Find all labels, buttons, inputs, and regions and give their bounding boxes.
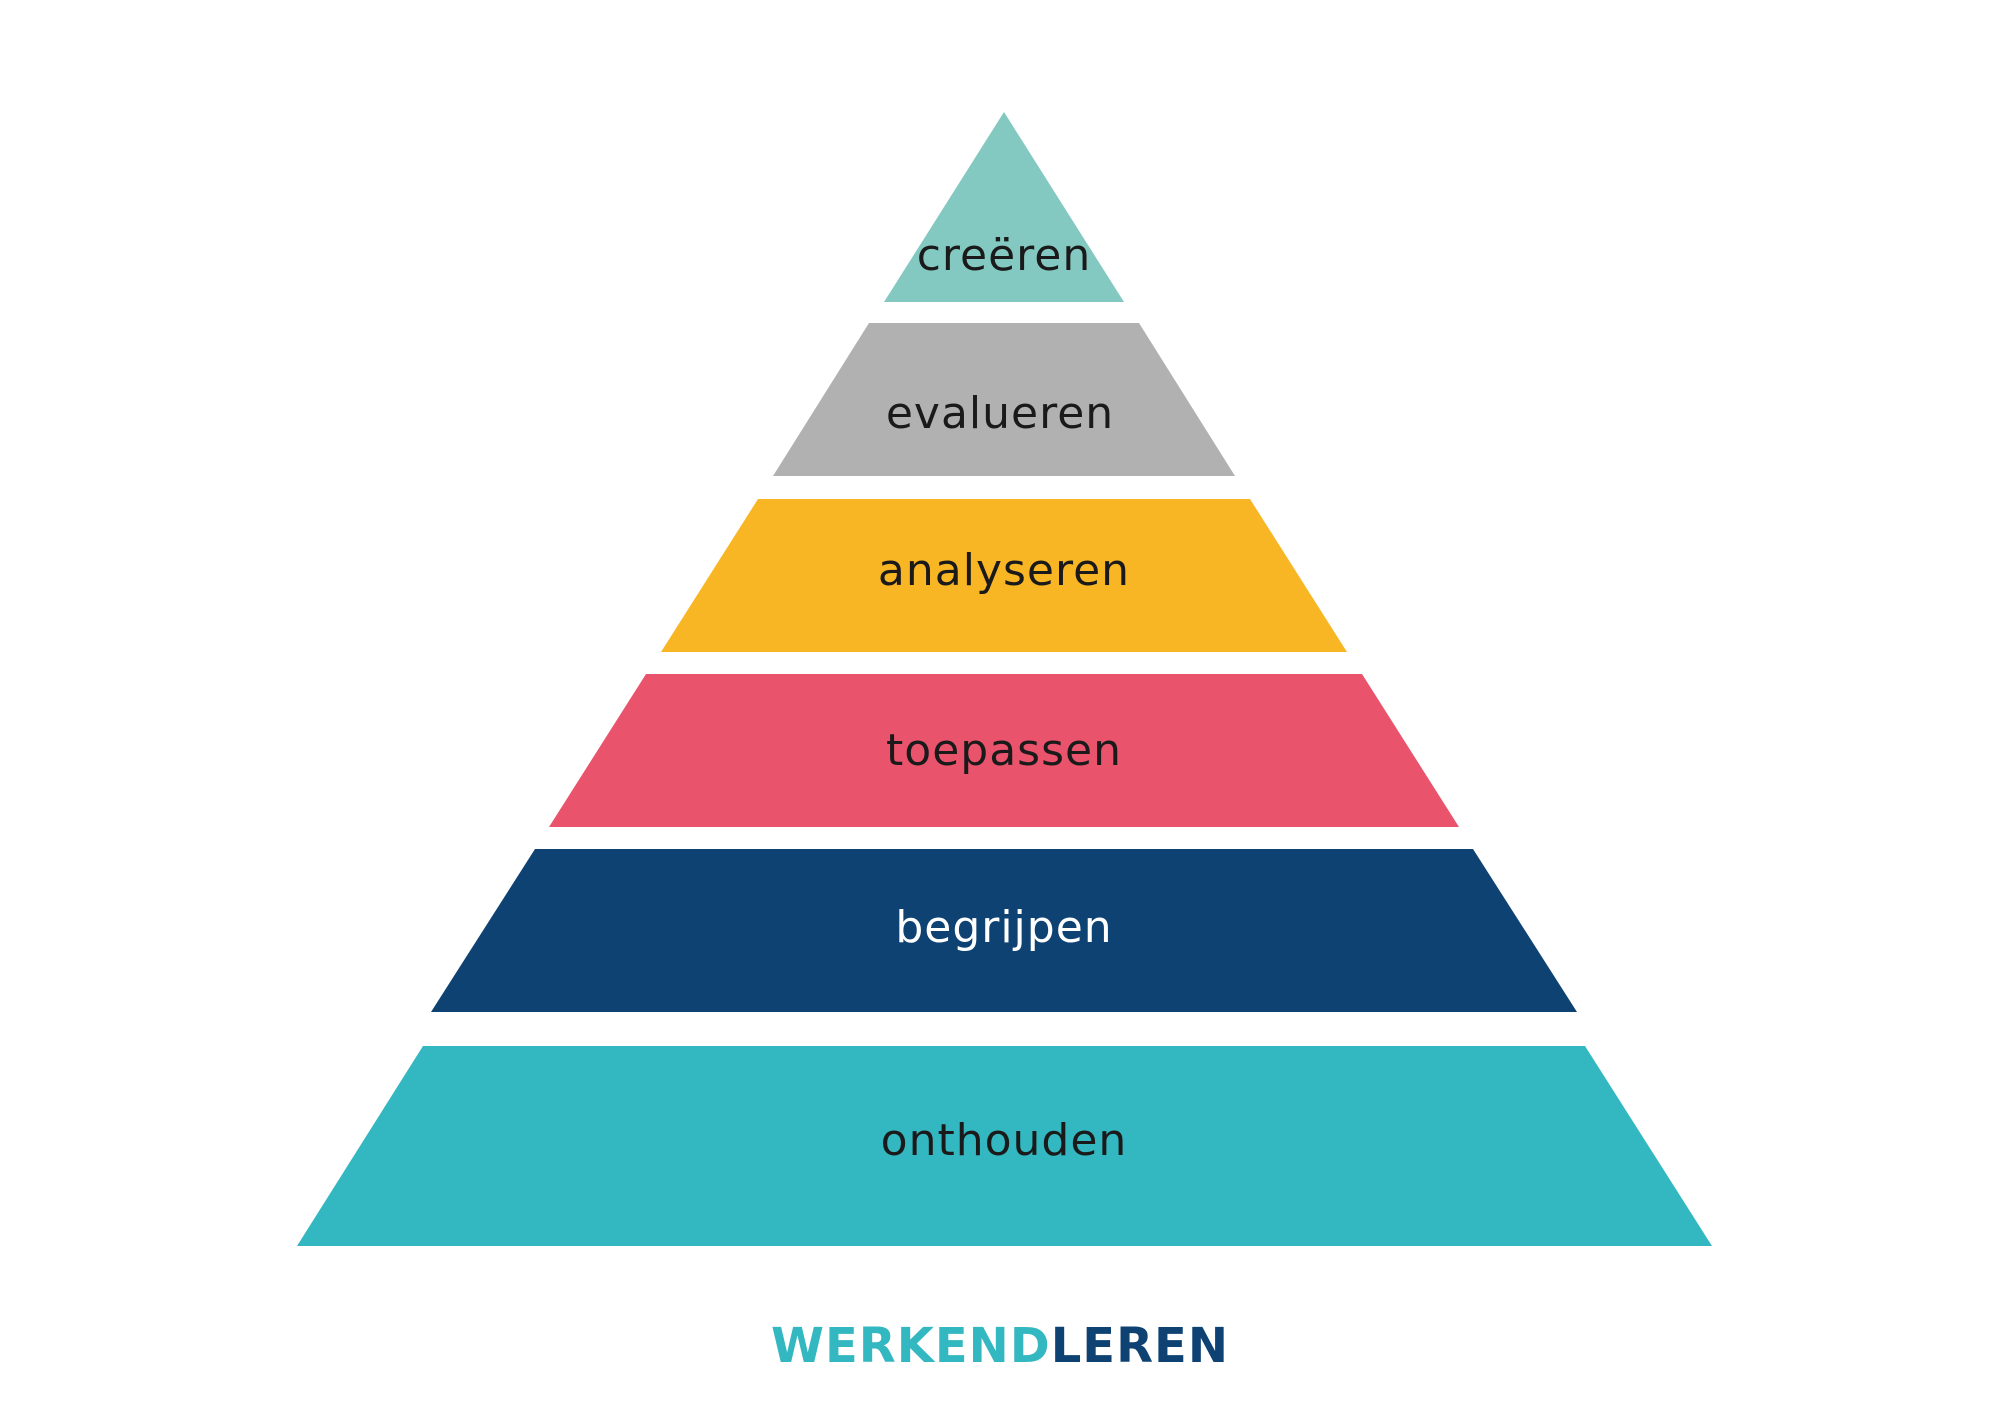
level-analyseren-shape [661, 499, 1347, 652]
level-evalueren-shape [773, 323, 1235, 476]
level-analyseren-label: analyseren [878, 545, 1130, 596]
level-onthouden-label: onthouden [881, 1115, 1128, 1166]
level-toepassen-label: toepassen [886, 725, 1122, 776]
brand-logo-part1: WERKEND [771, 1318, 1051, 1374]
level-begrijpen-shape [431, 849, 1577, 1012]
level-toepassen-shape [549, 674, 1459, 827]
level-evalueren-label: evalueren [886, 388, 1114, 439]
brand-logo-part2: LEREN [1050, 1318, 1229, 1374]
level-creeren-shape [884, 112, 1124, 302]
level-onthouden-shape [297, 1046, 1712, 1246]
level-begrijpen-label: begrijpen [895, 902, 1112, 953]
level-creeren-label: creëren [917, 230, 1092, 281]
brand-logo: WERKENDLEREN [0, 1322, 2000, 1370]
